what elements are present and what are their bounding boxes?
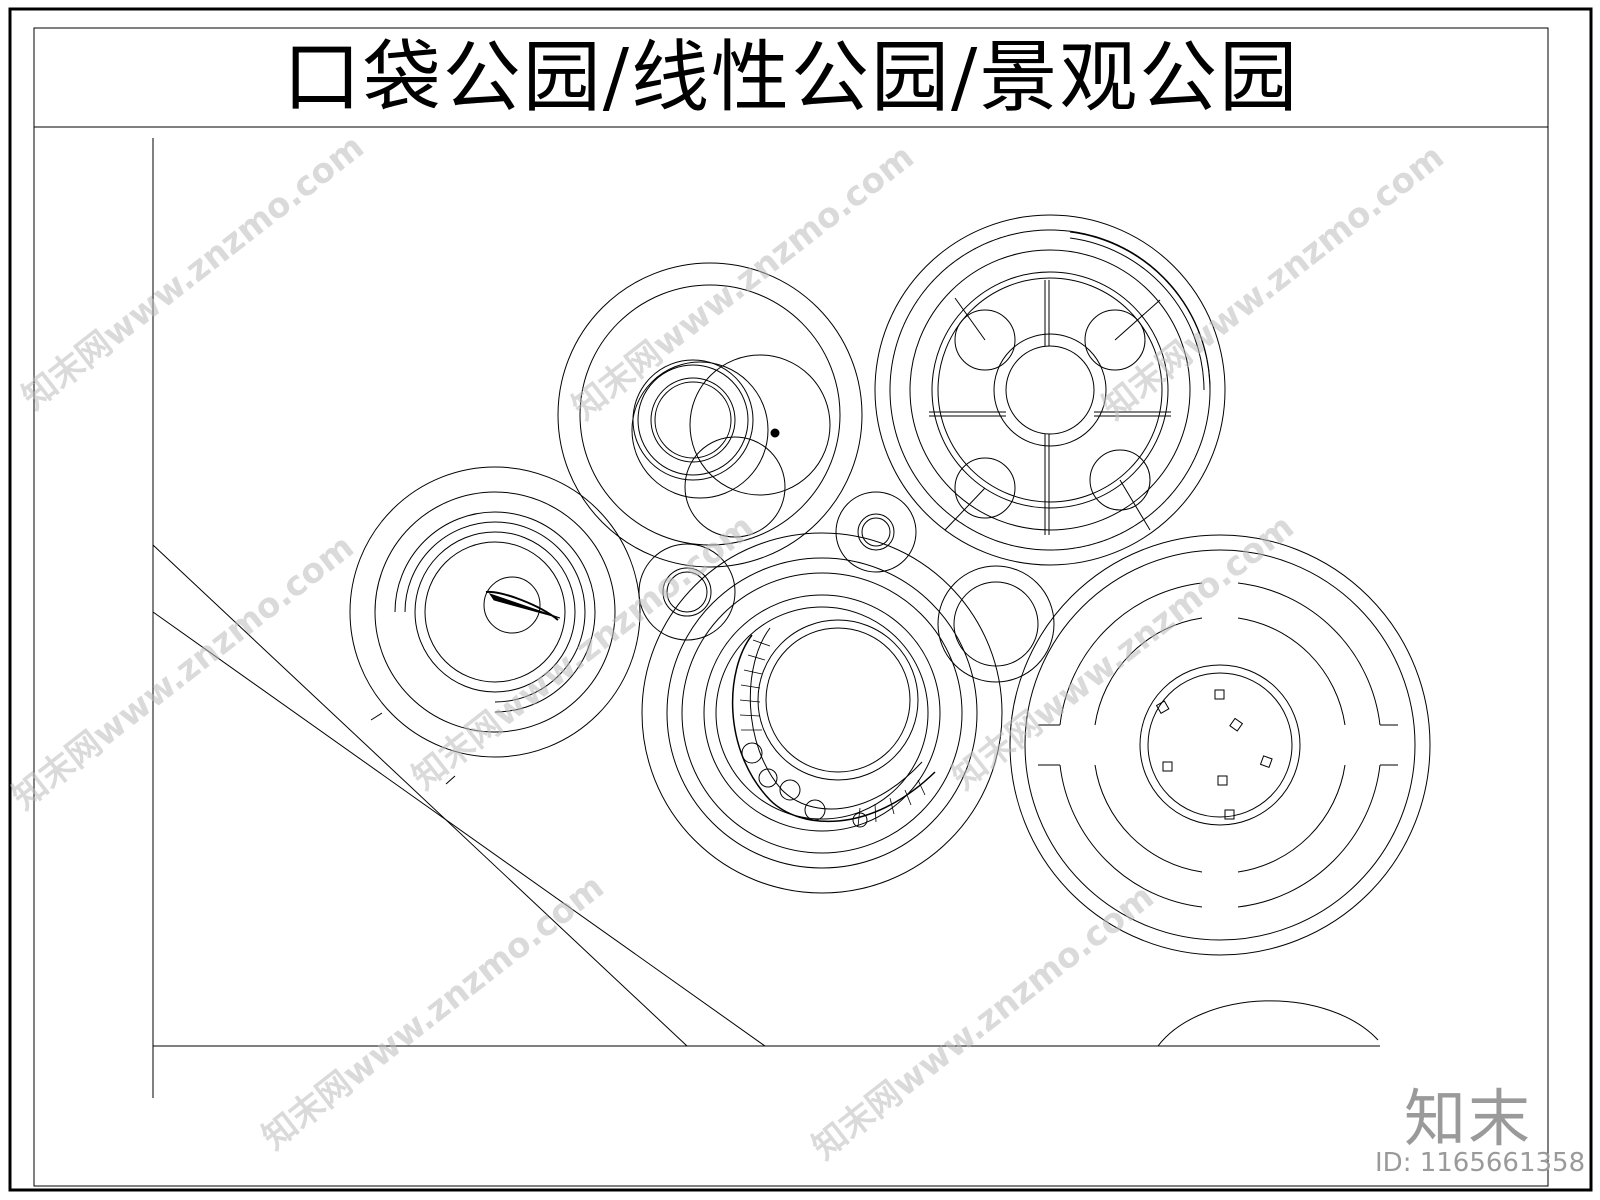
upper-middle-plaza xyxy=(557,262,863,568)
lower-right-plaza xyxy=(1009,534,1431,956)
drawing-title: 口袋公园/线性公园/景观公园 xyxy=(282,32,1300,123)
outer-border xyxy=(8,7,1593,1192)
left-circular-plaza xyxy=(349,466,641,758)
site-boundary xyxy=(152,138,1380,1098)
upper-right-radial-plaza xyxy=(874,214,1226,566)
id-label: ID: 1165661358 xyxy=(1375,1148,1586,1178)
lower-middle-plaza xyxy=(641,532,1003,894)
inner-frame xyxy=(33,27,1549,1187)
brand-logo: 知末 xyxy=(1404,1082,1533,1155)
bottom-half-circle xyxy=(1157,1000,1379,1047)
